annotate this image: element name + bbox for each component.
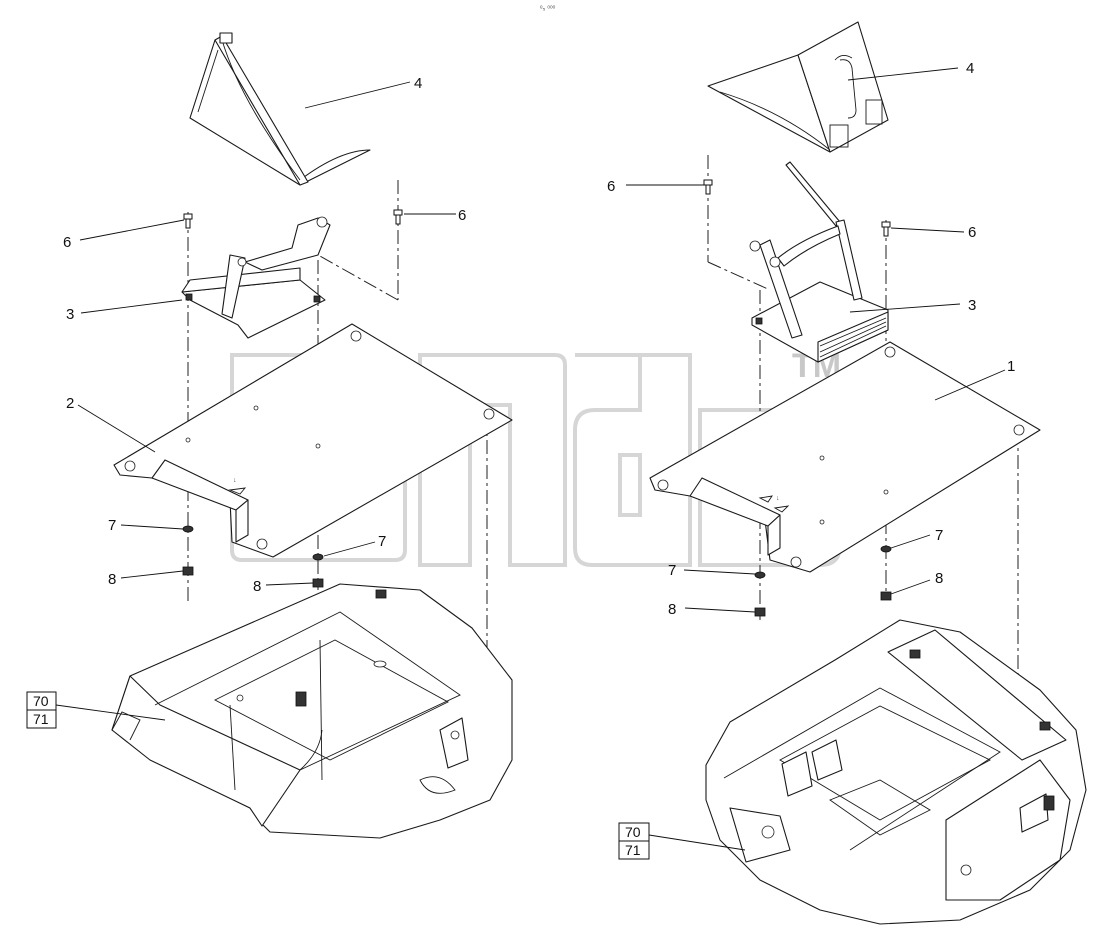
washer-right-a: [880, 545, 892, 553]
left-assembly: ↓: [111, 32, 513, 839]
bolt-left-a: [183, 213, 193, 229]
tray-housing-right: [705, 619, 1087, 925]
right-assembly: ↓: [649, 21, 1087, 925]
wheel-chock-left: [189, 32, 371, 186]
tray-housing-left: [111, 583, 513, 839]
mounting-plate-left: ↓: [113, 323, 513, 558]
svg-text:↓: ↓: [233, 477, 237, 484]
callout-left-washer-a: 7: [108, 517, 116, 534]
washer-right-b: [754, 571, 766, 579]
nut-right-a: [880, 591, 892, 601]
callout-left-nut-b: 8: [253, 578, 261, 595]
callout-right-bolt-b: 6: [968, 224, 976, 241]
callout-right-nut-b: 8: [668, 601, 676, 618]
ref-box-left-bottom: 71: [33, 711, 49, 727]
callout-right-plate: 1: [1007, 358, 1015, 375]
callout-right-bolt-a: 6: [607, 178, 615, 195]
bolt-right-a: [703, 179, 713, 195]
ref-box-left-top: 70: [33, 693, 49, 709]
bracket-left: [181, 216, 331, 339]
callout-right-chock: 4: [966, 60, 974, 77]
right-callouts: 4 6 6 3 1 7 7 8 8 70 71: [607, 60, 1015, 860]
svg-text:↓: ↓: [776, 495, 780, 502]
bolt-right-b: [881, 221, 891, 237]
wheel-chock-right: [707, 21, 889, 153]
bracket-right: [749, 161, 889, 363]
left-callouts: 4 6 6 3 2 7 7 8 8 70 71: [26, 75, 466, 729]
header-mark: ᵉ₅ ᵒᵒᵒ: [540, 5, 556, 12]
callout-left-chock: 4: [414, 75, 422, 92]
callout-left-washer-b: 7: [378, 533, 386, 550]
callout-left-bolt-a: 6: [63, 234, 71, 251]
ref-box-right-bottom: 71: [625, 842, 641, 858]
ref-box-right-top: 70: [625, 824, 641, 840]
callout-right-nut-a: 8: [935, 570, 943, 587]
callout-left-bolt-b: 6: [458, 207, 466, 224]
nut-left-b: [312, 578, 324, 588]
left-centerline-c: [317, 254, 399, 301]
callout-right-washer-a: 7: [935, 527, 943, 544]
callout-left-plate: 2: [66, 395, 74, 412]
ref-box-right: 70 71: [618, 822, 650, 860]
callout-left-bracket: 3: [66, 306, 74, 323]
callout-right-bracket: 3: [968, 297, 976, 314]
bolt-left-b: [393, 209, 403, 225]
washer-left-a: [182, 525, 194, 533]
callout-left-nut-a: 8: [108, 571, 116, 588]
nut-left-a: [182, 566, 194, 576]
mounting-plate-right: ↓: [649, 341, 1041, 573]
washer-left-b: [312, 553, 324, 561]
ref-box-left: 70 71: [26, 691, 57, 729]
nut-right-b: [754, 607, 766, 617]
callout-right-washer-b: 7: [668, 562, 676, 579]
right-centerline-b: [707, 261, 771, 291]
